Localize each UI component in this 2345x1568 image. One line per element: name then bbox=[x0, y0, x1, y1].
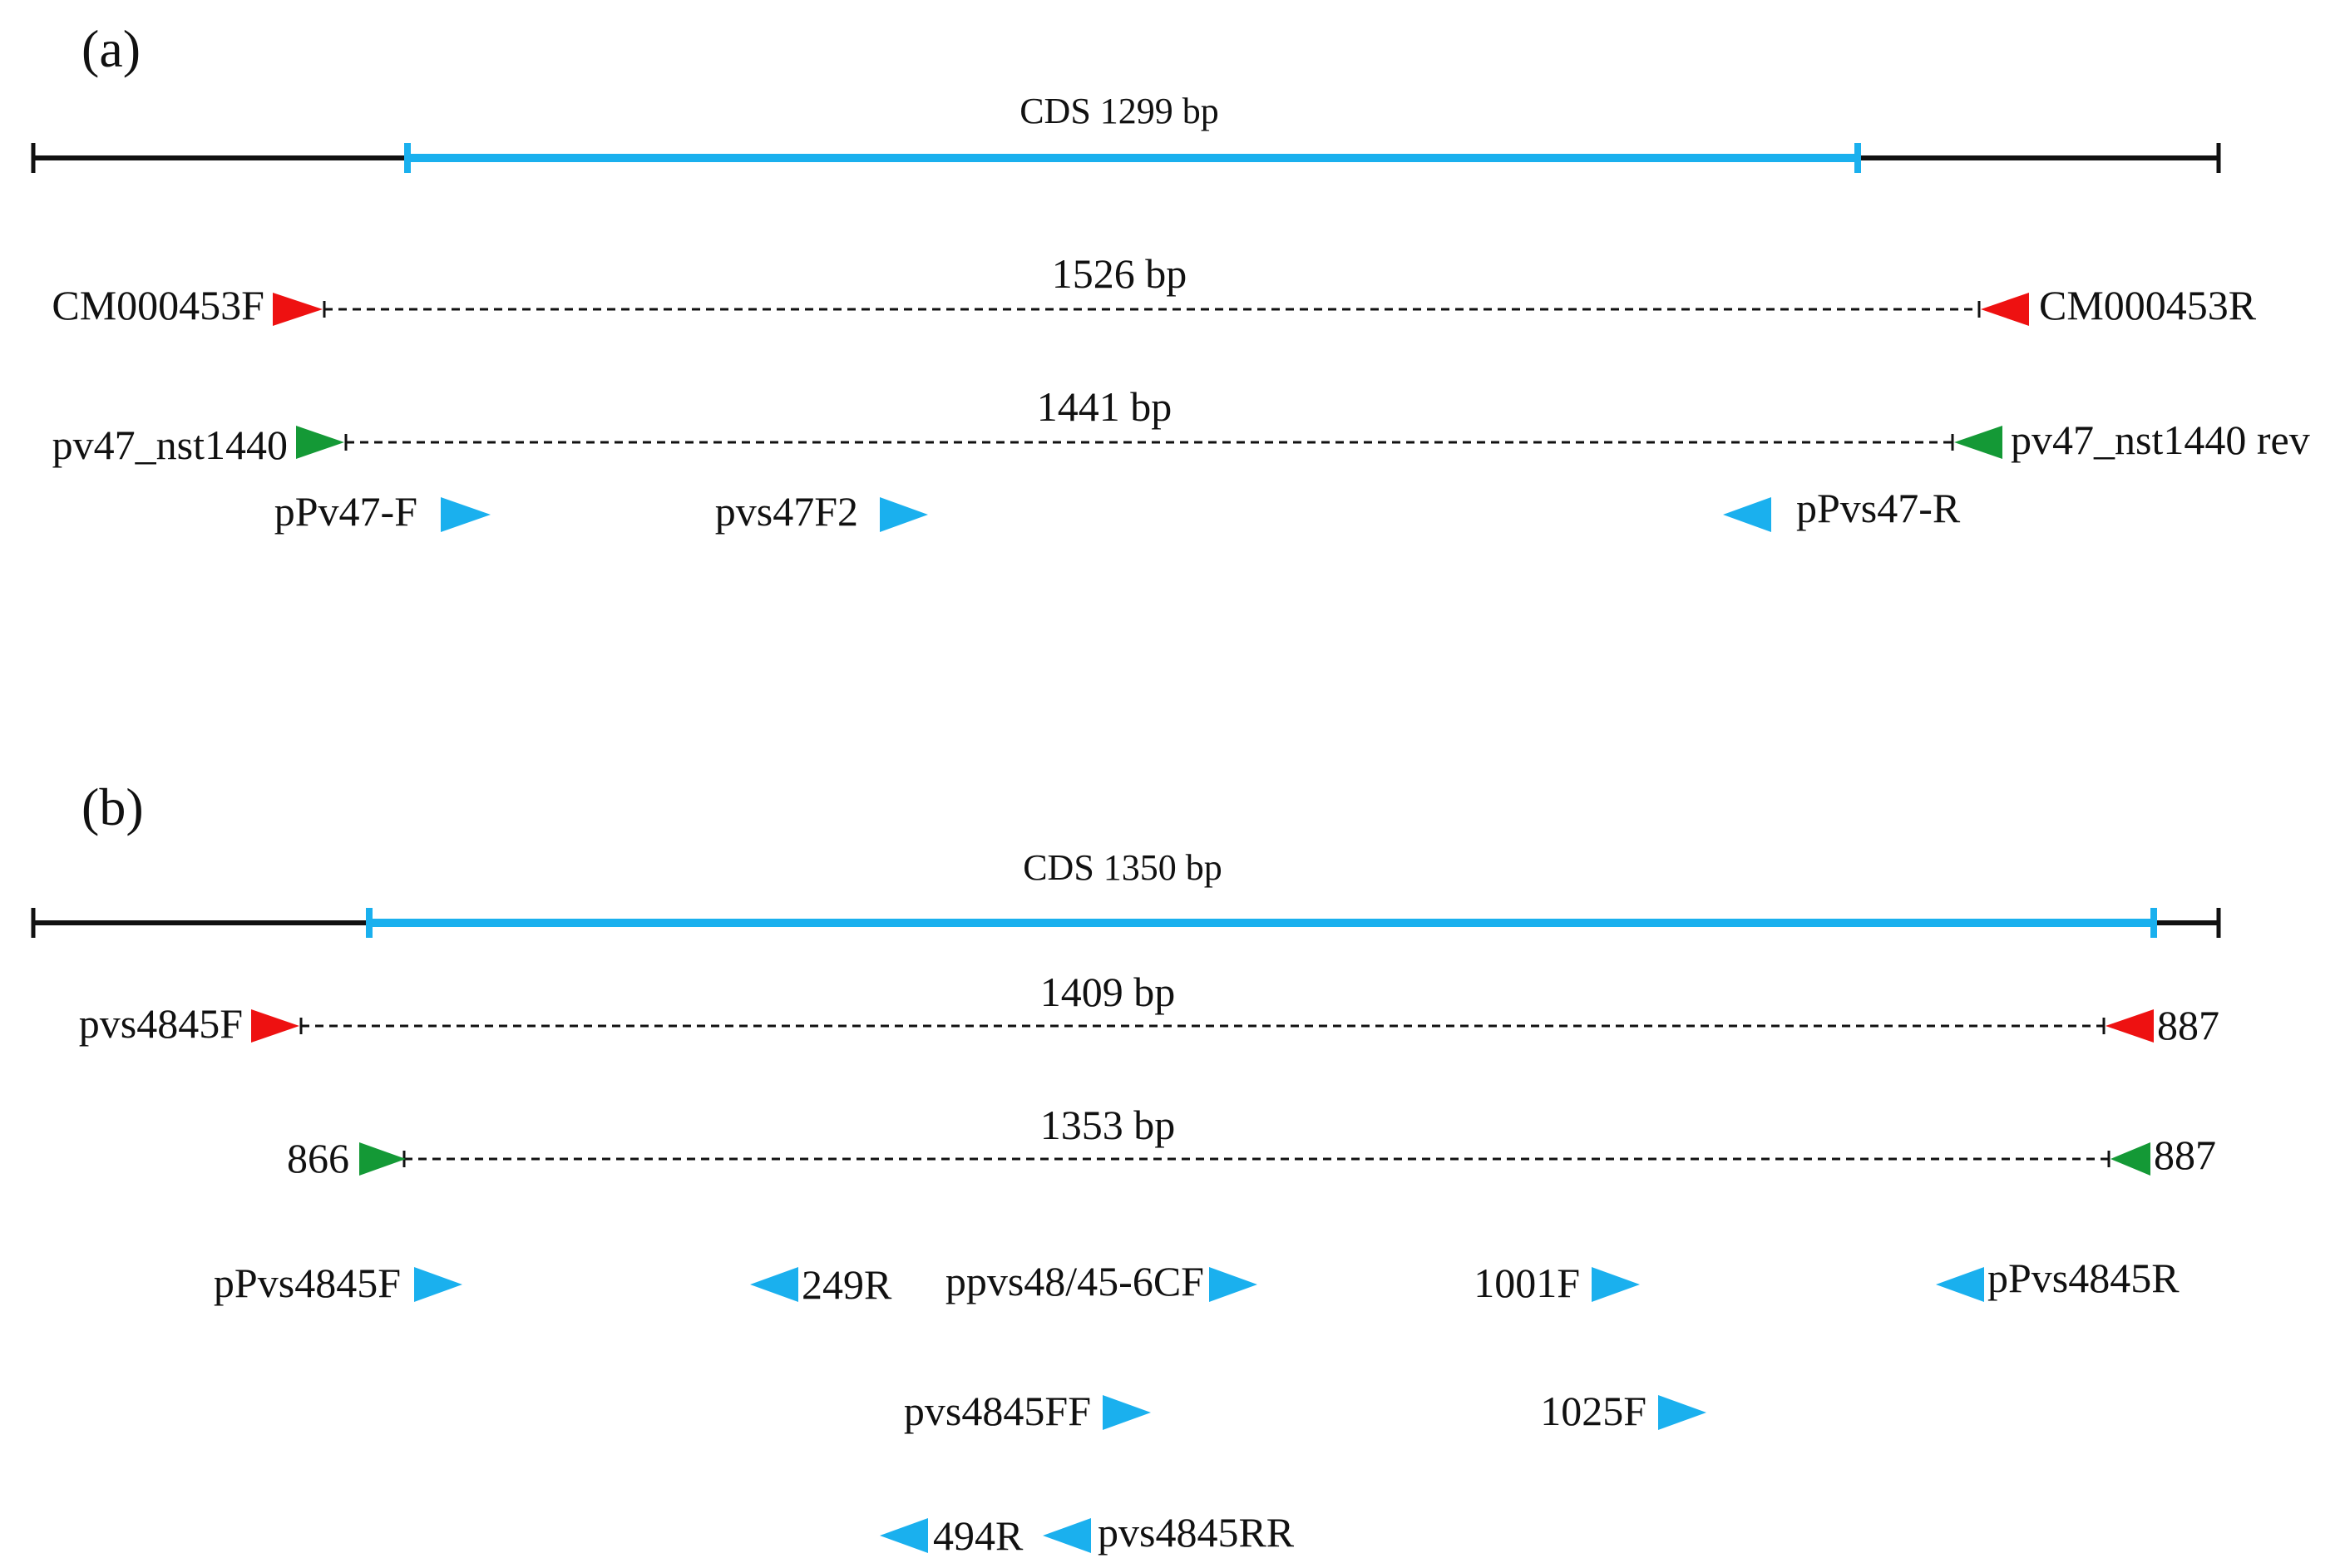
reverse-primer-label: CM000453R bbox=[2039, 282, 2257, 328]
amplicon-size-label: 1526 bp bbox=[1052, 250, 1187, 297]
forward-primer-arrow bbox=[273, 293, 323, 326]
primer-label: pvs4845FF bbox=[904, 1388, 1091, 1434]
forward-primer-arrow bbox=[251, 1009, 299, 1043]
gene-track-a: CDS 1299 bp bbox=[31, 91, 2221, 173]
primer-pPvs47-R: pPvs47-R bbox=[1723, 485, 1961, 532]
forward-primer-label: CM000453F bbox=[52, 282, 264, 328]
primer-1025F: 1025F bbox=[1540, 1388, 1706, 1434]
primer-arrow bbox=[750, 1267, 798, 1302]
primer-arrow bbox=[1103, 1395, 1151, 1430]
primer-pPvs4845F: pPvs4845F bbox=[214, 1260, 462, 1306]
primer-pvs4845RR: pvs4845RR bbox=[1043, 1509, 1295, 1556]
primer-arrow bbox=[1658, 1395, 1706, 1430]
primer-label: pPvs4845R bbox=[1987, 1255, 2180, 1301]
reverse-primer-arrow bbox=[1981, 293, 2029, 326]
panel-b-label: (b) bbox=[81, 777, 144, 836]
reverse-primer-arrow bbox=[2106, 1009, 2154, 1043]
cds-label-a: CDS 1299 bp bbox=[1019, 91, 1219, 131]
amplicon-1353: 1353 bp 866 887 bbox=[287, 1102, 2216, 1181]
reverse-primer-arrow bbox=[1954, 426, 2002, 459]
primer-label: ppvs48/45-6CF bbox=[945, 1258, 1204, 1304]
forward-primer-arrow bbox=[296, 426, 344, 459]
primer-pPv47-F: pPv47-F bbox=[274, 488, 491, 535]
primer-label: pvs4845RR bbox=[1098, 1509, 1295, 1556]
amplicon-1409: 1409 bp pvs4845F 887 bbox=[79, 969, 2219, 1048]
forward-primer-label: 866 bbox=[287, 1135, 349, 1181]
primer-arrow bbox=[880, 497, 928, 532]
primer-arrow bbox=[880, 1518, 928, 1553]
primer-label: 494R bbox=[933, 1512, 1024, 1559]
forward-primer-label: pv47_nst1440 bbox=[52, 422, 288, 468]
primer-1001F: 1001F bbox=[1474, 1260, 1640, 1306]
primer-494R: 494R bbox=[880, 1512, 1024, 1559]
primer-arrow bbox=[441, 497, 491, 532]
primer-arrow bbox=[414, 1267, 462, 1302]
primer-arrow bbox=[1723, 497, 1771, 532]
primer-arrow bbox=[1592, 1267, 1640, 1302]
amplicon-size-label: 1441 bp bbox=[1037, 383, 1172, 430]
gene-track-b: CDS 1350 bp bbox=[31, 847, 2221, 938]
primer-pvs47F2: pvs47F2 bbox=[715, 488, 928, 535]
panel-b: (b) CDS 1350 bp 1409 bp pvs4845F 887 135… bbox=[31, 777, 2221, 1559]
forward-primer-label: pvs4845F bbox=[79, 1000, 243, 1047]
primer-label: pPv47-F bbox=[274, 488, 417, 535]
reverse-primer-label: pv47_nst1440 rev bbox=[2011, 417, 2310, 463]
amplicon-size-label: 1353 bp bbox=[1040, 1102, 1176, 1148]
primer-ppvs48-45-6CF: ppvs48/45-6CF bbox=[945, 1258, 1257, 1304]
reverse-primer-label: 887 bbox=[2154, 1132, 2216, 1178]
primer-249R: 249R bbox=[750, 1261, 892, 1308]
primer-pvs4845FF: pvs4845FF bbox=[904, 1388, 1151, 1434]
forward-primer-arrow bbox=[359, 1142, 406, 1176]
panel-a-label: (a) bbox=[81, 19, 141, 78]
reverse-primer-label: 887 bbox=[2157, 1002, 2219, 1048]
primer-label: pvs47F2 bbox=[715, 488, 858, 535]
primer-label: 1001F bbox=[1474, 1260, 1580, 1306]
primer-pPvs4845R: pPvs4845R bbox=[1936, 1255, 2180, 1302]
amplicon-1526: 1526 bp CM000453F CM000453R bbox=[52, 250, 2256, 328]
amplicon-1441: 1441 bp pv47_nst1440 pv47_nst1440 rev bbox=[52, 383, 2310, 468]
primer-label: pPvs47-R bbox=[1796, 485, 1961, 531]
primer-arrow bbox=[1209, 1267, 1257, 1302]
cds-label-b: CDS 1350 bp bbox=[1023, 847, 1222, 888]
reverse-primer-arrow bbox=[2110, 1142, 2150, 1176]
primer-label: 249R bbox=[802, 1261, 892, 1308]
panel-a: (a) CDS 1299 bp 1526 bp CM000453F CM0004… bbox=[31, 19, 2310, 535]
amplicon-size-label: 1409 bp bbox=[1040, 969, 1176, 1015]
primer-label: pPvs4845F bbox=[214, 1260, 401, 1306]
primer-label: 1025F bbox=[1540, 1388, 1646, 1434]
primer-arrow bbox=[1043, 1518, 1091, 1553]
primer-arrow bbox=[1936, 1267, 1984, 1302]
